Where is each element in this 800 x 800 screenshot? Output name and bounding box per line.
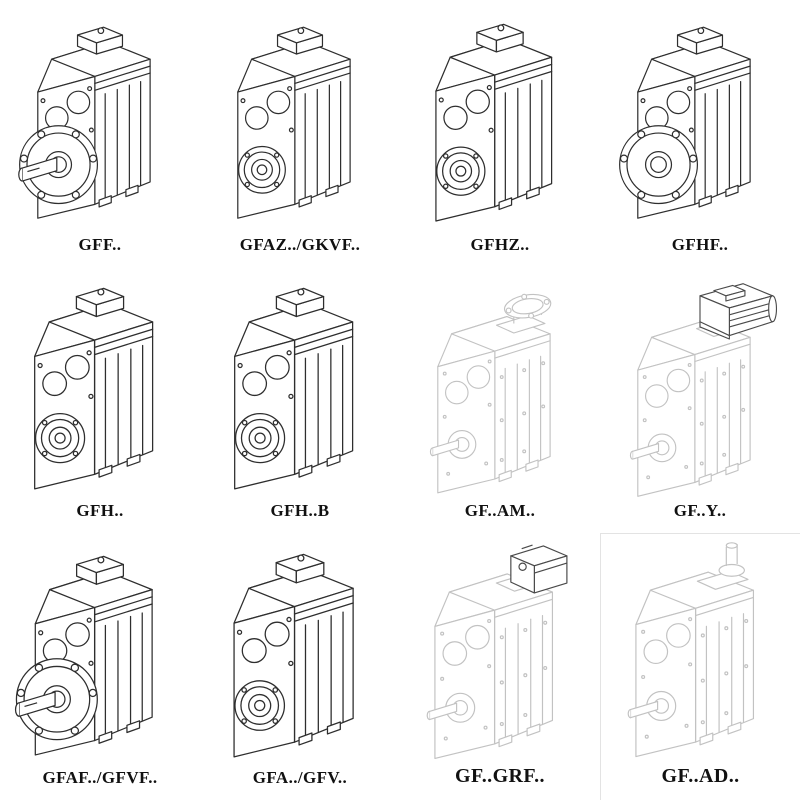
- gearbox-housing-light: [429, 315, 551, 494]
- model-label: GFHF..: [671, 234, 729, 254]
- model-label: GF..AM..: [464, 501, 536, 521]
- cell-gfh-b: GFH..B: [200, 267, 400, 534]
- model-label: GFA../GFV..: [252, 767, 348, 787]
- square-input-adapter: [510, 544, 568, 594]
- cell-gff: GFF..: [0, 0, 200, 267]
- cell-gfa-gfv: GFA../GFV..: [200, 533, 400, 800]
- output-bearing: [234, 680, 286, 731]
- output-bearing: [436, 146, 486, 196]
- model-label: GFH..: [76, 501, 124, 521]
- cell-gf-grf: GF..GRF..: [400, 533, 600, 800]
- gearbox-motor-adapter-flange-icon: [429, 291, 554, 494]
- model-label: GFF..: [78, 234, 122, 254]
- gearbox-hollow-shaft-icon: [233, 553, 354, 758]
- gearbox-housing-light: [629, 318, 751, 498]
- output-bearing: [234, 413, 286, 464]
- output-flange: [15, 658, 98, 741]
- model-label: GF..Y..: [673, 501, 727, 521]
- cell-gfhf: GFHF..: [600, 0, 800, 267]
- output-flange: [19, 124, 99, 204]
- gearbox-flange-hollow-icon: [619, 26, 751, 219]
- cell-gf-ad: GF..AD..: [600, 533, 800, 800]
- gearbox-hollow-shaft-icon: [34, 288, 154, 490]
- gearbox-housing-light: [426, 572, 554, 759]
- model-label: GFHZ..: [470, 234, 530, 254]
- gearbox-with-motor-icon: [629, 283, 778, 498]
- gearbox-flange-with-shaft-icon: [18, 26, 151, 219]
- model-label: GFAZ../GKVF..: [239, 234, 361, 254]
- cell-gfh: GFH..: [0, 267, 200, 534]
- cell-gf-am: GF..AM..: [400, 267, 600, 534]
- gearbox-hollow-shaft-icon: [435, 23, 553, 222]
- cell-gf-y: GF..Y..: [600, 267, 800, 534]
- output-bearing: [238, 145, 286, 194]
- gearbox-square-adapter-icon: [426, 544, 568, 759]
- gearbox-hollow-shaft-icon: [234, 288, 354, 490]
- cell-gfaz-gkvf: GFAZ../GKVF..: [200, 0, 400, 267]
- model-label: GFH..B: [270, 501, 330, 521]
- cell-gfaf-gfvf: GFAF../GFVF..: [0, 533, 200, 800]
- model-label: GFAF../GFVF..: [42, 767, 158, 787]
- mounted-motor: [699, 283, 778, 340]
- gearbox-hollow-shaft-icon: [237, 26, 351, 219]
- model-label: GF..GRF..: [455, 764, 545, 787]
- output-bearing: [34, 413, 86, 464]
- cell-gfhz: GFHZ..: [400, 0, 600, 267]
- output-flange: [619, 124, 699, 204]
- model-label: GF..AD..: [661, 764, 740, 787]
- input-shaft-stub: [717, 542, 745, 577]
- gearbox-flange-with-shaft-icon: [14, 555, 153, 756]
- gearbox-input-shaft-adapter-icon: [627, 542, 754, 758]
- gearbox-housing-light: [627, 570, 754, 758]
